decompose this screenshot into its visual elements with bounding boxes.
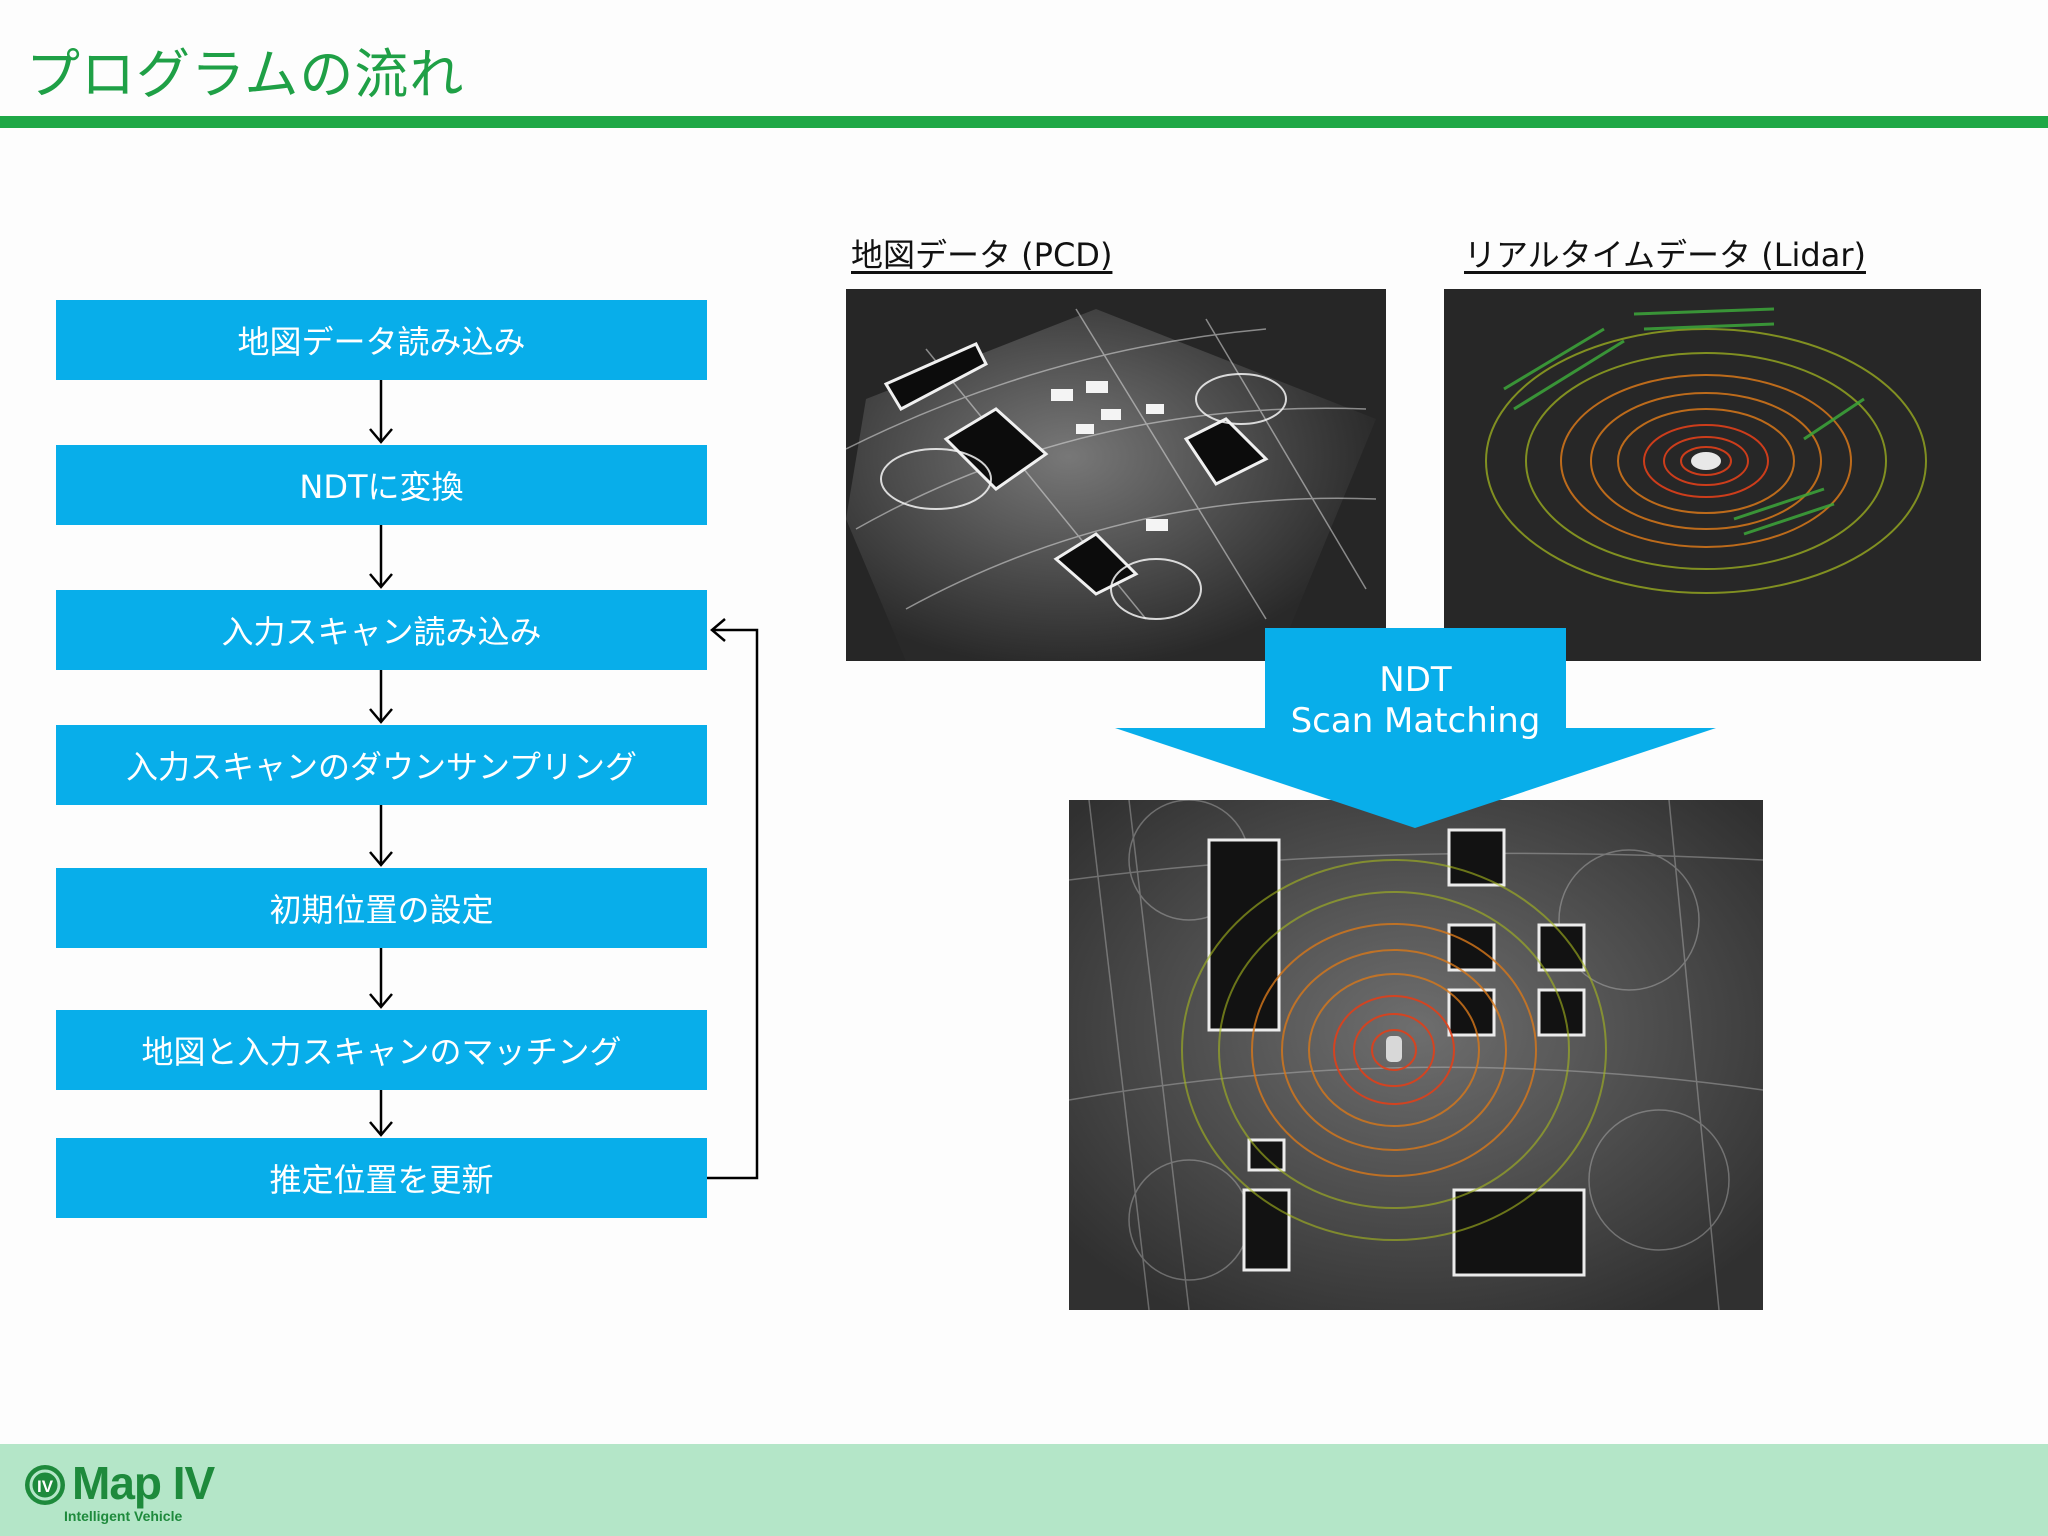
ndt-arrow-label-line1: NDT [1379,660,1452,700]
flow-step-downsample: 入力スキャンのダウンサンプリング [56,725,707,805]
flow-step-convert-ndt: NDTに変換 [56,445,707,525]
lidar-data-caption: リアルタイムデータ (Lidar) [1464,236,1866,274]
map-data-caption: 地図データ (PCD) [851,236,1113,274]
footer-bar [0,1444,2048,1536]
map-pcd-image [846,289,1386,661]
ndt-arrow-label-line2: Scan Matching [1290,701,1541,741]
ndt-matching-result-image [1069,800,1763,1310]
flow-step-update-pose: 推定位置を更新 [56,1138,707,1218]
flow-arrow-4 [369,805,393,867]
ndt-arrow-label: NDT Scan Matching [1265,660,1566,742]
title-divider [0,116,2048,128]
flow-step-load-scan: 入力スキャン読み込み [56,590,707,670]
lidar-realtime-image [1444,289,1981,661]
flow-arrow-2 [369,525,393,589]
flow-step-matching: 地図と入力スキャンのマッチング [56,1010,707,1090]
flow-arrow-1 [369,380,393,444]
mapiv-logo-text: Map IV [72,1457,215,1509]
mapiv-logo-mark-icon: IV [25,1465,65,1505]
svg-text:IV: IV [37,1477,54,1496]
flow-step-initial-pose: 初期位置の設定 [56,868,707,948]
mapiv-logo-tagline: Intelligent Vehicle [64,1508,183,1524]
slide-title: プログラムの流れ [26,43,465,106]
flow-arrow-6 [369,1090,393,1137]
flow-step-load-map: 地図データ読み込み [56,300,707,380]
flow-arrow-3 [369,670,393,724]
loop-back-arrow [707,618,759,1180]
flow-arrow-5 [369,948,393,1009]
